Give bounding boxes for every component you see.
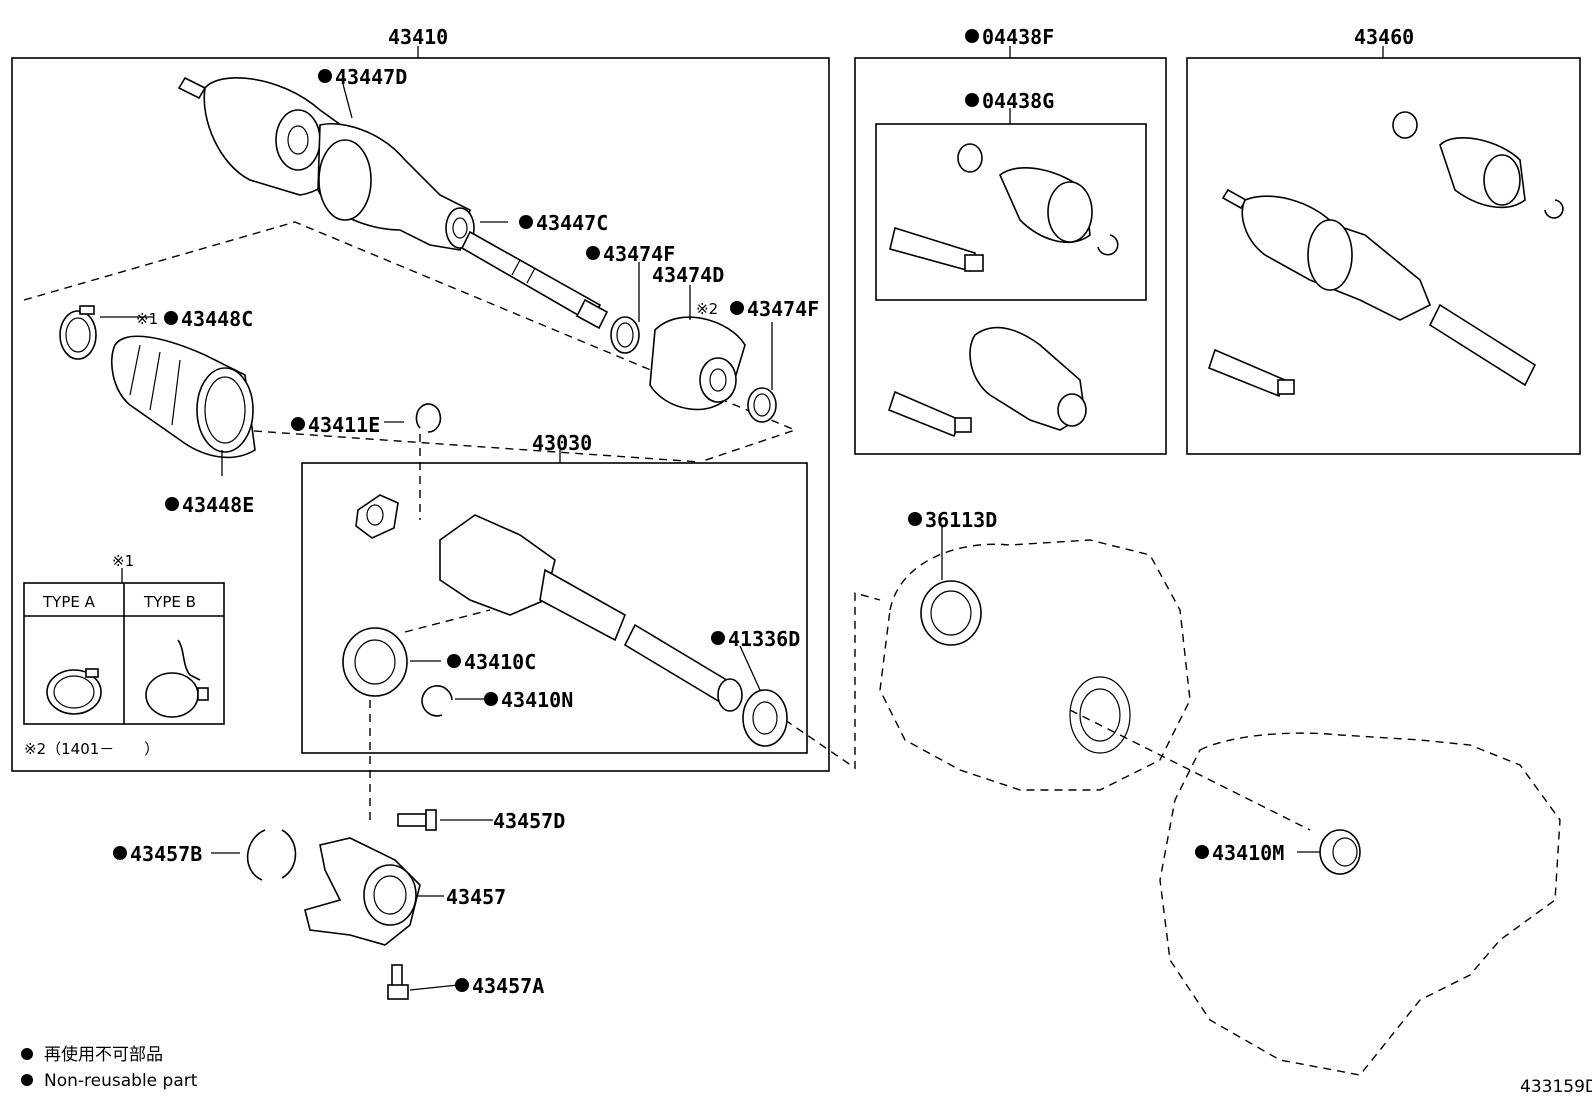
type-table xyxy=(23,582,225,725)
ring-43474F-a xyxy=(610,316,640,354)
label-43030: 43030 xyxy=(532,431,592,455)
label-43448C: ※1 43448C xyxy=(136,307,253,331)
label-36113D: 36113D xyxy=(908,508,997,532)
bolt-43457D xyxy=(397,809,437,831)
svg-text:43457B: 43457B xyxy=(130,842,202,866)
label-43457: 43457 xyxy=(446,885,506,909)
label-43410N: 43410N xyxy=(484,688,573,712)
svg-text:※2: ※2 xyxy=(696,300,718,318)
bearing-bracket-43457 xyxy=(304,837,421,946)
svg-text:04438G: 04438G xyxy=(982,89,1054,113)
frame-43030 xyxy=(301,462,808,754)
svg-text:Non-reusable part: Non-reusable part xyxy=(44,1071,198,1091)
svg-text:04438F: 04438F xyxy=(982,25,1054,49)
label-43410M: 43410M xyxy=(1195,841,1284,865)
label-43460: 43460 xyxy=(1354,25,1414,49)
clamp-type-a-drawing xyxy=(46,668,102,715)
svg-text:43448C: 43448C xyxy=(181,307,253,331)
snap-ring-43410N xyxy=(421,685,453,717)
svg-text:43410C: 43410C xyxy=(464,650,536,674)
clip-43457B xyxy=(246,829,297,881)
svg-text:43410N: 43410N xyxy=(501,688,573,712)
transaxle-outline xyxy=(879,539,1191,791)
svg-text:43448E: 43448E xyxy=(182,493,254,517)
svg-text:43474F: 43474F xyxy=(747,297,819,321)
label-43448E: 43448E xyxy=(165,493,254,517)
svg-text:※1: ※1 xyxy=(136,310,158,328)
clamp-43448C xyxy=(59,305,97,360)
type-a-label: TYPE A xyxy=(42,593,96,611)
label-43411E: 43411E xyxy=(291,413,380,437)
seal-43410M xyxy=(1319,829,1361,875)
frame-04438G xyxy=(875,123,1147,301)
label-04438G: 04438G xyxy=(965,89,1054,113)
label-43410: 43410 xyxy=(388,25,448,49)
seal-41336D xyxy=(742,689,788,747)
svg-text:43410M: 43410M xyxy=(1212,841,1284,865)
label-43474F-a: 43474F xyxy=(586,242,675,266)
label-43410C: 43410C xyxy=(447,650,536,674)
svg-text:41336D: 41336D xyxy=(728,627,800,651)
clamp-type-b-drawing xyxy=(145,639,209,718)
boot-kit-dashed-outline xyxy=(23,221,797,463)
damper-43474D xyxy=(649,316,746,411)
label-43474D: 43474D xyxy=(652,263,724,287)
ring-43474F-b xyxy=(747,387,777,423)
svg-text:36113D: 36113D xyxy=(925,508,997,532)
svg-text:43457A: 43457A xyxy=(472,974,544,998)
bolt-43457A xyxy=(387,964,409,1000)
legend: 再使用不可部品 Non-reusable part xyxy=(21,1044,198,1091)
label-43457D: 43457D xyxy=(493,809,565,833)
bearing-43410C xyxy=(342,627,408,697)
label-43457A: 43457A xyxy=(455,974,544,998)
drive-shaft-43460 xyxy=(1208,111,1564,398)
leader-lines xyxy=(100,83,1320,991)
diagram-code: 433159D xyxy=(1520,1077,1592,1097)
outer-race-43030 xyxy=(439,514,743,712)
spider-assembly xyxy=(355,494,399,539)
boot-kit-04438G-drawing xyxy=(889,143,1119,272)
label-43457B: 43457B xyxy=(113,842,202,866)
svg-text:43474F: 43474F xyxy=(603,242,675,266)
note1-marker: ※1 xyxy=(112,552,134,570)
svg-text:43411E: 43411E xyxy=(308,413,380,437)
label-41336D: 41336D xyxy=(711,627,800,651)
label-43447C: 43447C xyxy=(519,211,608,235)
frame-43410 xyxy=(11,57,830,772)
transmission-outline xyxy=(1159,732,1561,1076)
type-b-label: TYPE B xyxy=(143,593,196,611)
clip-43411E xyxy=(415,403,442,433)
label-04438F: 04438F xyxy=(965,25,1054,49)
drive-shaft-43410 xyxy=(177,76,609,330)
boot-kit-04438F-drawing xyxy=(888,326,1087,438)
label-43474F-b: ※2 43474F xyxy=(696,297,819,321)
boot-43448E xyxy=(110,335,256,459)
note2-range: ※2（1401－ ） xyxy=(24,740,159,758)
label-43447D: 43447D xyxy=(318,65,407,89)
svg-text:再使用不可部品: 再使用不可部品 xyxy=(44,1044,163,1065)
svg-text:43447C: 43447C xyxy=(536,211,608,235)
svg-text:43447D: 43447D xyxy=(335,65,407,89)
